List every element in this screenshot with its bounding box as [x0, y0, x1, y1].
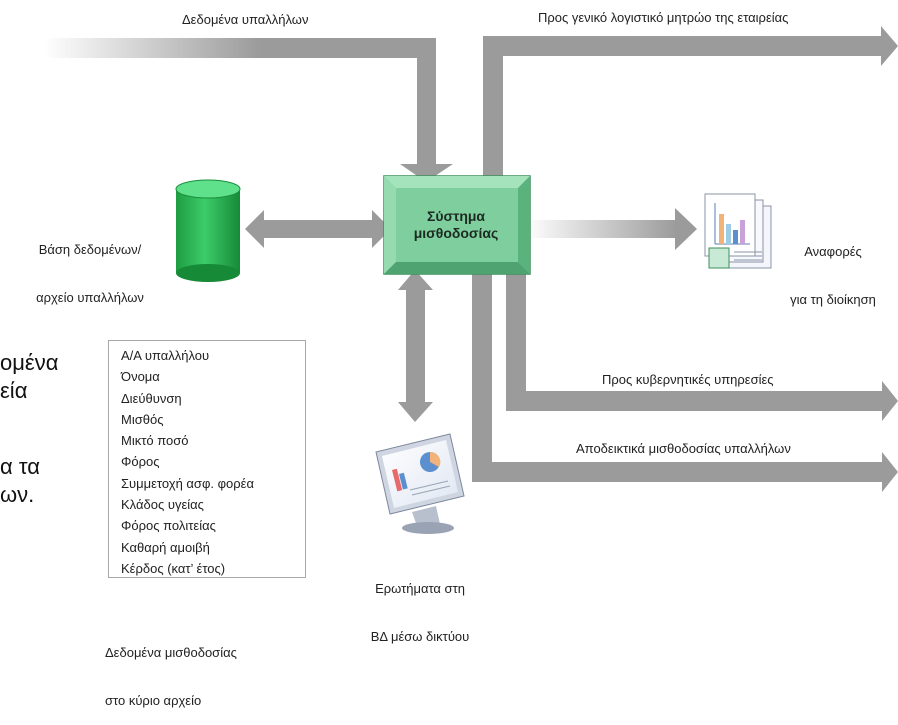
reports-icon — [704, 193, 772, 269]
database-icon — [175, 179, 241, 282]
reports-label-line2: για τη διοίκηση — [790, 292, 876, 307]
database-label: Βάση δεδομένων/ αρχείο υπαλλήλων — [10, 210, 170, 322]
queries-label: Ερωτήματα στη ΒΔ μέσω δικτύου — [350, 549, 490, 661]
field-item: Όνομα — [121, 369, 160, 385]
general-ledger-arrow — [483, 26, 898, 176]
side-text-fragment: εία — [0, 378, 28, 403]
database-link-arrow — [245, 210, 391, 248]
employee-data-arrow — [44, 38, 453, 182]
side-text-fragment: ων. — [0, 482, 35, 507]
field-item: Φόρος — [121, 454, 160, 470]
payroll-file-label-line2: στο κύριο αρχείο — [105, 693, 202, 708]
monitor-icon — [375, 433, 465, 534]
field-item: Φόρος πολιτείας — [121, 518, 216, 534]
payroll-system-label: Σύστημα μισθοδοσίας — [395, 208, 517, 242]
payroll-system-box — [383, 175, 531, 275]
employee-data-label: Δεδομένα υπαλλήλων — [182, 12, 309, 27]
field-item: Α/Α υπαλλήλου — [121, 348, 210, 363]
payroll-file-label-line1: Δεδομένα μισθοδοσίας — [105, 645, 237, 660]
side-text-fragment: α τα — [0, 454, 40, 479]
payroll-system-label-line1: Σύστημα — [426, 208, 486, 224]
general-ledger-label: Προς γενικό λογιστικό μητρώο της εταιρεί… — [538, 10, 789, 25]
field-item: Μισθός — [121, 411, 164, 427]
field-item: Καθαρή αμοιβή — [121, 539, 210, 555]
field-item: Μικτό ποσό — [121, 433, 189, 449]
side-text-fragment: ομένα — [0, 350, 59, 375]
payroll-system-label-line2: μισθοδοσίας — [413, 225, 499, 241]
field-item: Διεύθυνση — [121, 390, 182, 406]
queries-link-arrow — [398, 270, 433, 422]
reports-arrow — [525, 208, 697, 250]
field-item: Συμμετοχή ασφ. φορέα — [121, 475, 254, 491]
field-item: Κέρδος (κατ’ έτος) — [121, 560, 226, 576]
paychecks-arrow — [472, 268, 898, 492]
queries-label-line2: ΒΔ μέσω δικτύου — [370, 629, 470, 644]
reports-label-line1: Αναφορές — [804, 244, 862, 259]
payroll-system-diagram — [44, 26, 898, 534]
government-label: Προς κυβερνητικές υπηρεσίες — [602, 372, 774, 387]
database-label-line2: αρχείο υπαλλήλων — [36, 290, 144, 305]
government-arrow — [506, 268, 898, 421]
reports-label: Αναφορές για τη διοίκηση — [770, 212, 896, 324]
queries-label-line1: Ερωτήματα στη — [375, 581, 465, 596]
database-label-line1: Βάση δεδομένων/ — [38, 242, 142, 257]
paychecks-label: Αποδεικτικά μισθοδοσίας υπαλλήλων — [576, 441, 791, 456]
field-item: Κλάδος υγείας — [121, 497, 204, 513]
payroll-file-label: Δεδομένα μισθοδοσίας στο κύριο αρχείο — [105, 613, 237, 725]
record-fields-box: Α/Α υπαλλήλου Όνομα Διεύθυνση Μισθός Μικ… — [108, 340, 306, 578]
